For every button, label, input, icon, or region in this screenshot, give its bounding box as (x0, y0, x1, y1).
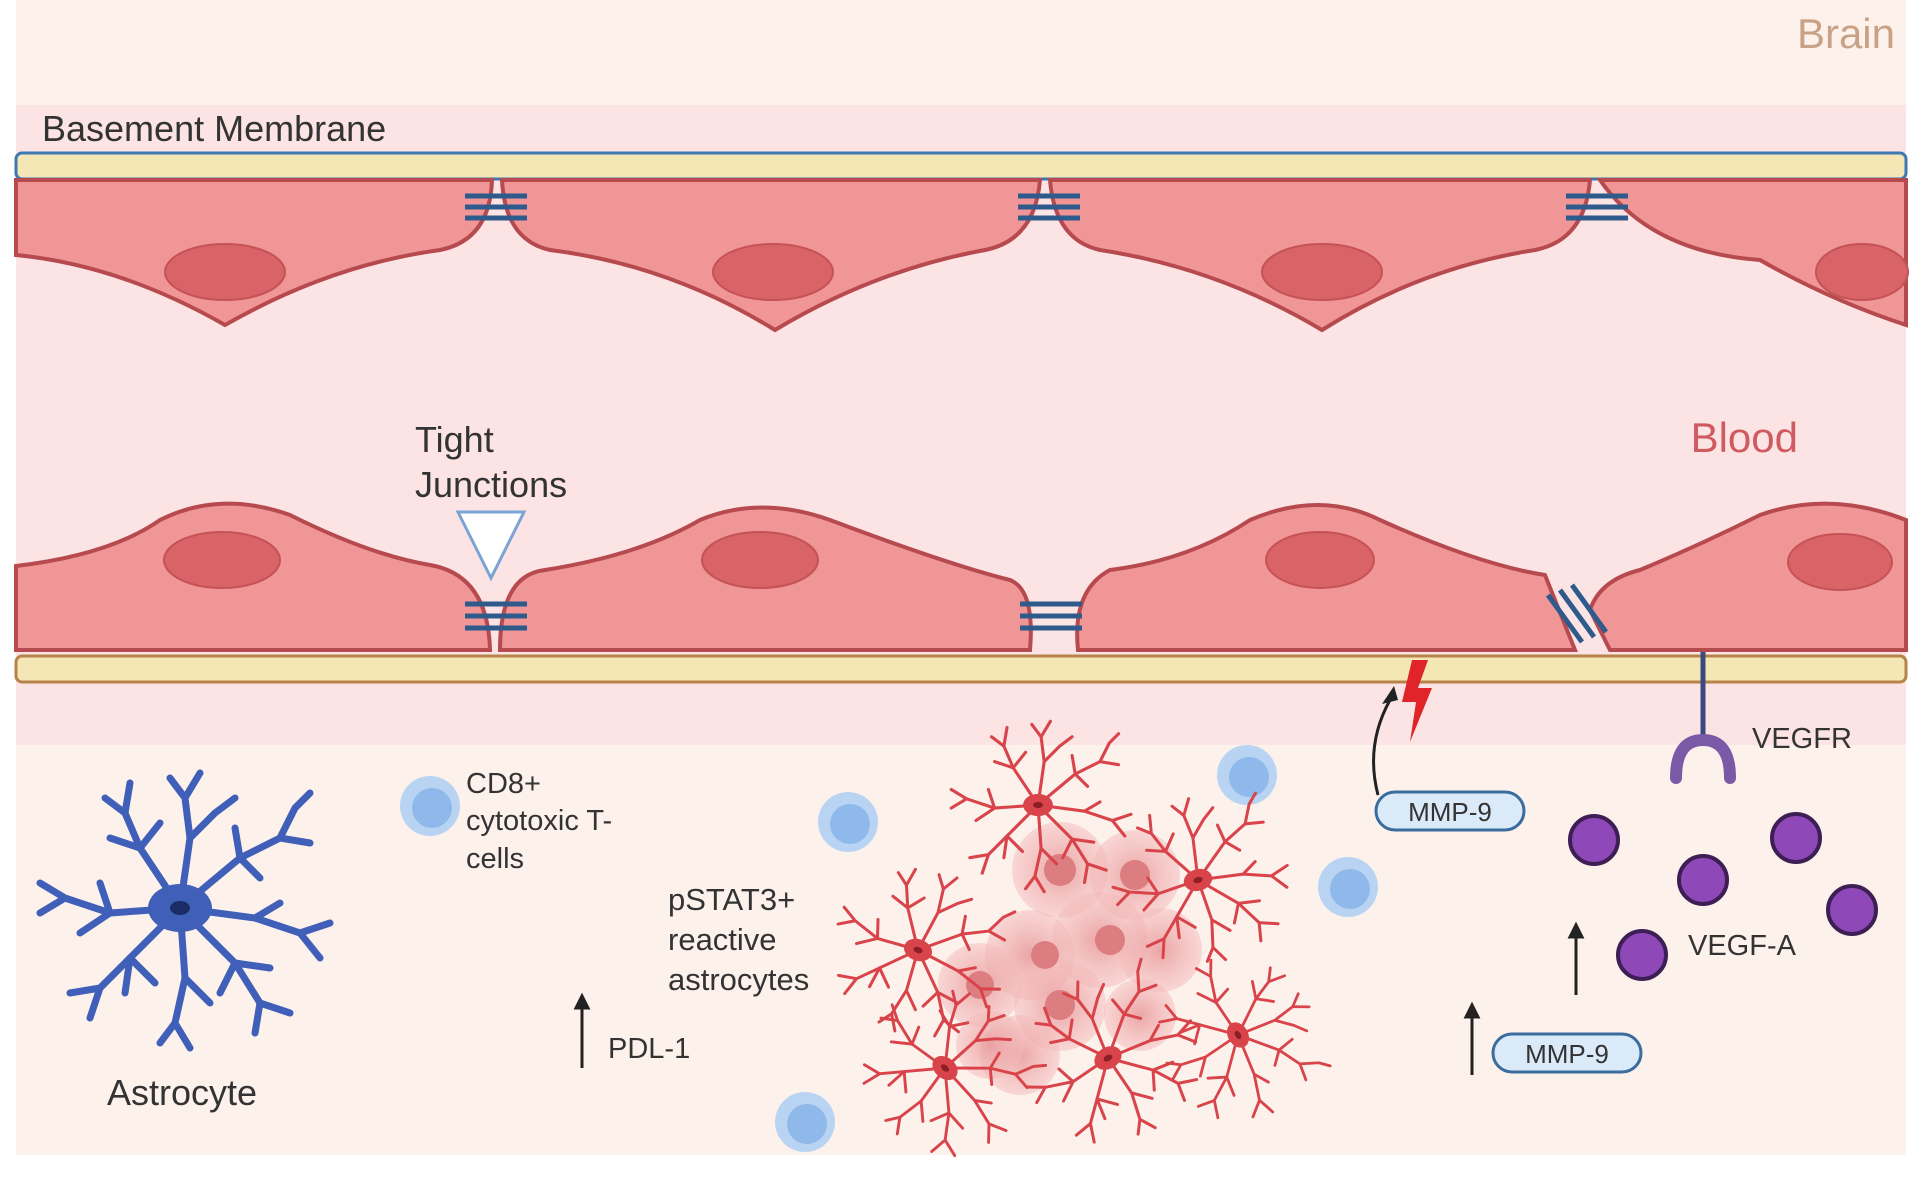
vegfr-receptor-icon (1670, 652, 1736, 784)
blood-label: Blood (1691, 414, 1798, 461)
pdl1-label: PDL-1 (608, 1033, 690, 1065)
top-basement-membrane (14, 151, 1908, 181)
tight-junctions-label-line2: Junctions (415, 464, 567, 505)
reactive-astrocyte-icon (808, 843, 1032, 1062)
top-nuclei (164, 243, 1909, 301)
reactive-astrocyte-icon (949, 719, 1133, 894)
reactive-astrocyte-icon (829, 954, 1064, 1177)
mmp9-lower-label: MMP-9 (1525, 1039, 1609, 1069)
vegfr-label: VEGFR (1752, 723, 1852, 755)
tight-junction-icon (465, 583, 1609, 644)
tumor-cell-cluster (938, 822, 1202, 1095)
pstat3-label-line2: reactive (668, 922, 777, 957)
pointer-triangle-icon (455, 510, 527, 582)
reactive-astrocyte-icon (993, 941, 1230, 1175)
mmp9-upper-label: MMP-9 (1408, 797, 1492, 827)
mmp9-lower-pill (1491, 1032, 1643, 1074)
astrocyte-icon (40, 773, 330, 1048)
cd8-label-line3: cells (466, 843, 524, 875)
mmp9-upper-pill (1374, 790, 1526, 832)
pstat3-label-line1: pSTAT3+ (668, 882, 795, 917)
pstat3-label-line3: astrocytes (668, 962, 809, 997)
basement-membrane-label: Basement Membrane (42, 108, 386, 149)
bottom-basement-membrane (14, 654, 1908, 684)
brain-label: Brain (1797, 10, 1895, 57)
up-arrow-icon (573, 992, 591, 1068)
curved-arrow-icon (1372, 699, 1392, 796)
astrocyte-label: Astrocyte (107, 1072, 257, 1113)
tight-junctions-label-line1: Tight (415, 419, 494, 460)
lightning-damage-icon (1402, 660, 1432, 742)
cd8-label-line2: cytotoxic T- (466, 805, 612, 837)
up-arrow-icon (1463, 921, 1585, 1075)
vegfa-molecule-icon (1568, 812, 1878, 981)
bottom-nuclei (163, 531, 1893, 591)
reactive-astrocyte-icon (1129, 927, 1347, 1149)
reactive-astrocyte-icon (1094, 776, 1309, 985)
cd8-label-line1: CD8+ (466, 768, 541, 800)
arrowhead-icon (1382, 686, 1398, 704)
t-cell-icon (400, 745, 1378, 1152)
tight-junction-icon (465, 193, 1628, 221)
vegfa-label: VEGF-A (1688, 930, 1797, 962)
